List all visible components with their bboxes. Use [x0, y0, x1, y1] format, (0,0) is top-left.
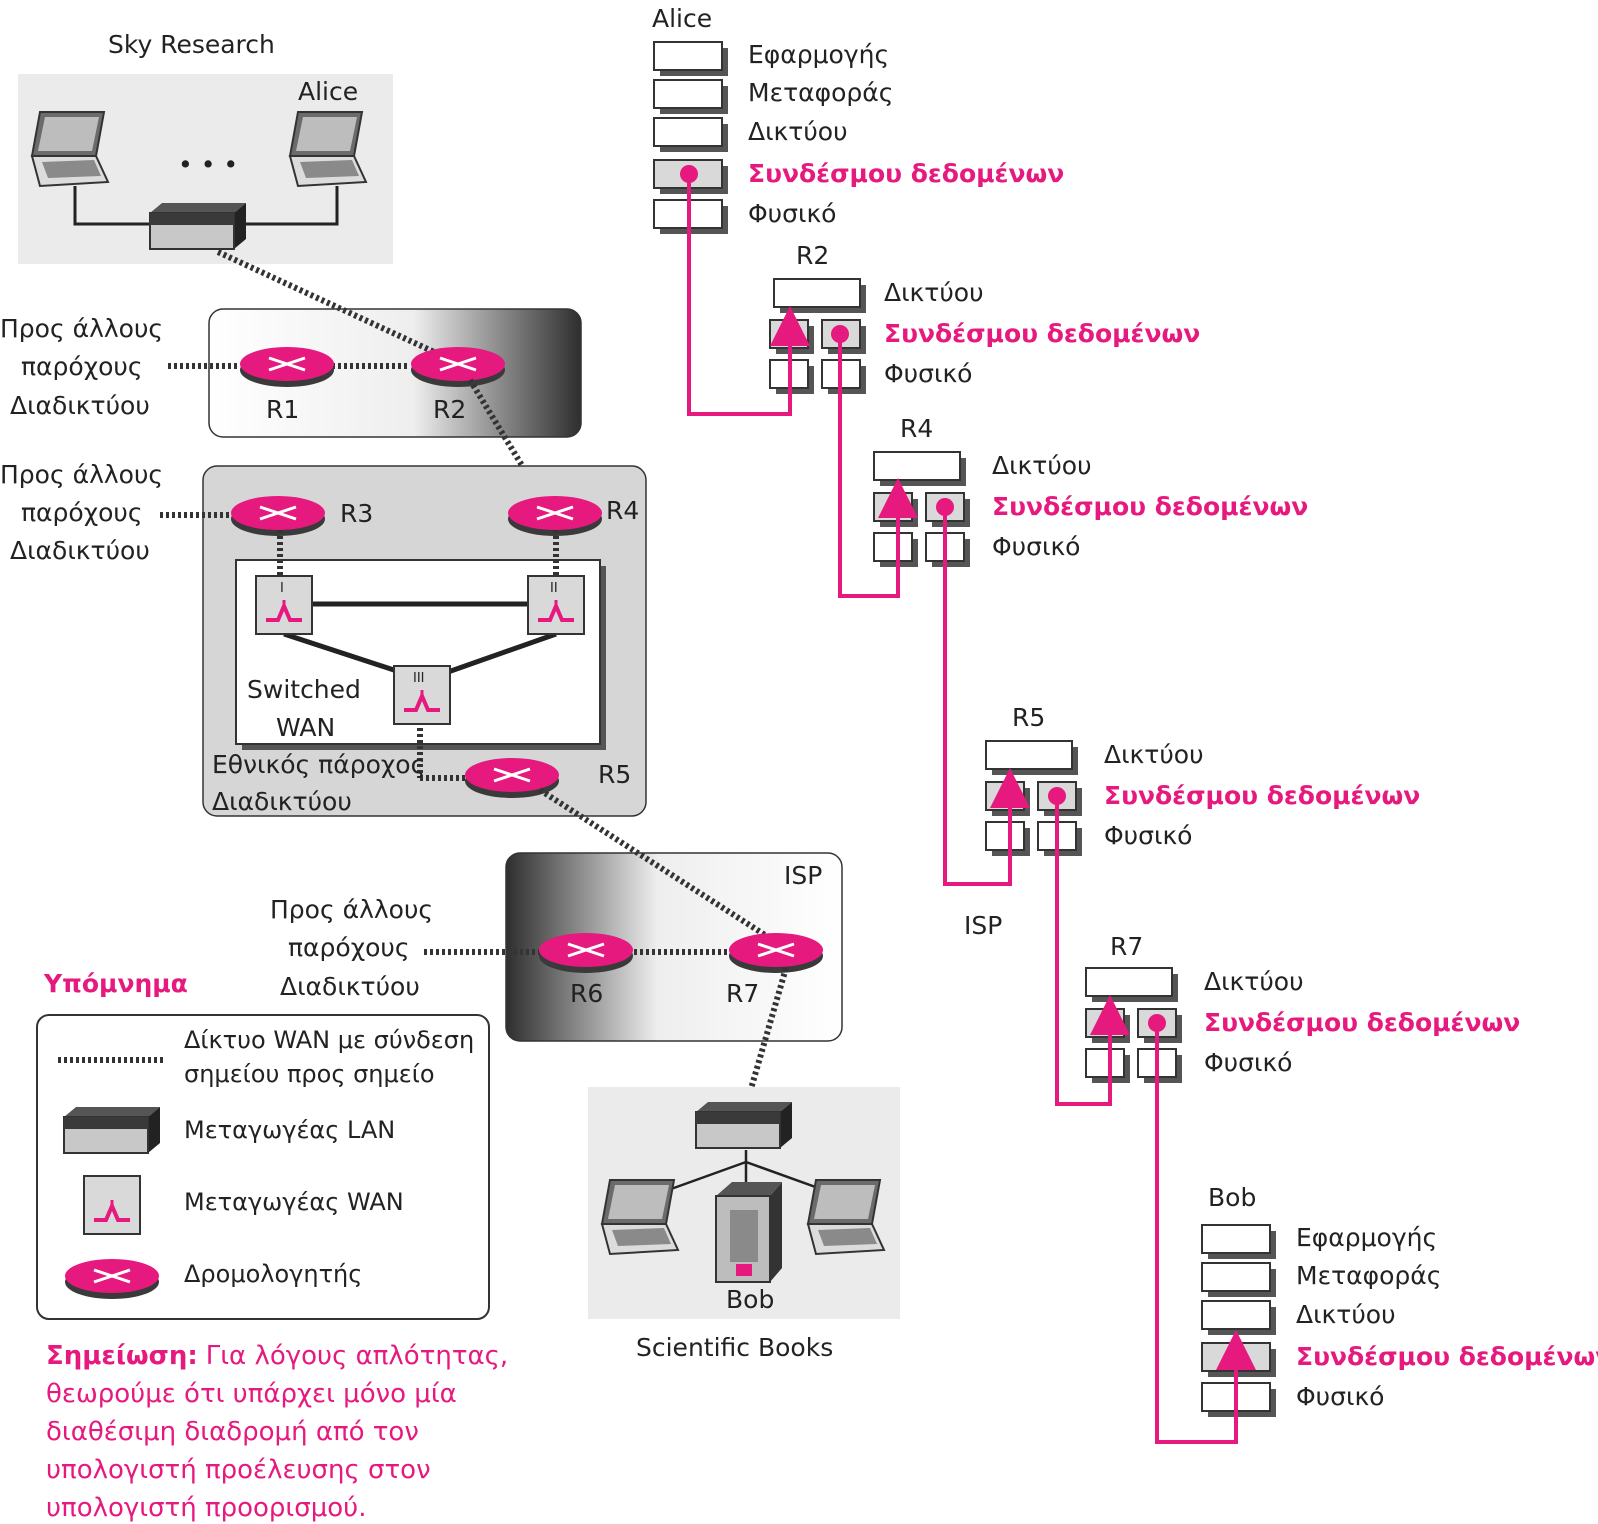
- other-isp-label: παρόχους: [21, 498, 143, 527]
- layer-physical-label: Φυσικό: [1296, 1382, 1384, 1411]
- other-isp-label: παρόχους: [288, 933, 410, 962]
- router-r1-icon: [238, 345, 336, 389]
- stack-title-bob: Bob: [1208, 1183, 1256, 1212]
- layer-application-label: Εφαρμογής: [748, 40, 889, 69]
- sky-research-title: Sky Research: [108, 30, 275, 59]
- note-line: διαθέσιμη διαδρομή από τον: [46, 1417, 419, 1447]
- layer-datalink-label: Συνδέσμου δεδομένων: [748, 159, 1064, 188]
- stack-title-r2: R2: [796, 241, 829, 270]
- other-isp-label: Διαδικτύου: [10, 536, 150, 565]
- other-isp-label: Διαδικτύου: [280, 972, 420, 1001]
- isp-label: ISP: [784, 861, 822, 890]
- wan-switch-label: I: [280, 581, 284, 596]
- r7-protocol-stack: [1085, 967, 1182, 1083]
- stack-title-r7: R7: [1110, 932, 1143, 961]
- router-r4-label: R4: [606, 496, 639, 525]
- frame-path: [687, 174, 1256, 1444]
- isp-network: [505, 852, 843, 1042]
- scientific-books-title: Scientific Books: [636, 1333, 833, 1362]
- router-r6-label: R6: [570, 979, 603, 1008]
- lan-switch-icon: [149, 202, 247, 250]
- router-r7-icon: [727, 931, 825, 975]
- legend-wan-switch-label: Μεταγωγέας WAN: [184, 1188, 404, 1216]
- stack-isp-label: ISP: [964, 911, 1002, 940]
- router-r5-icon: [463, 756, 561, 800]
- wan-switch-label: III: [413, 671, 425, 686]
- layer-network-label: Δικτύου: [1104, 740, 1204, 769]
- router-r2-label: R2: [433, 395, 466, 424]
- layer-network-label: Δικτύου: [1296, 1300, 1396, 1329]
- layer-application-label: Εφαρμογής: [1296, 1223, 1437, 1252]
- layer-network-label: Δικτύου: [748, 117, 848, 146]
- lan-switch-icon: [695, 1101, 793, 1149]
- layer-network-label: Δικτύου: [1204, 967, 1304, 996]
- national-isp-label: Εθνικός πάροχος: [212, 750, 425, 779]
- legend-lan-switch-icon: [63, 1106, 161, 1154]
- legend-router-icon: [63, 1257, 161, 1301]
- stack-title-r4: R4: [900, 414, 933, 443]
- layer-physical-label: Φυσικό: [1204, 1048, 1292, 1077]
- r2-protocol-stack: [769, 278, 866, 394]
- switched-wan-label: Switched: [247, 675, 361, 704]
- layer-transport-label: Μεταφοράς: [748, 78, 893, 107]
- other-isp-label: Προς άλλους: [0, 314, 163, 343]
- other-isp-label: παρόχους: [21, 352, 143, 381]
- other-isp-label: Προς άλλους: [0, 460, 163, 489]
- alice-host-label: Alice: [298, 77, 358, 106]
- server-icon: [715, 1182, 782, 1283]
- legend-box: [36, 1014, 490, 1320]
- other-isp-label: Διαδικτύου: [10, 391, 150, 420]
- alice-protocol-stack: [653, 41, 728, 234]
- legend-router-label: Δρομολογητής: [184, 1260, 362, 1288]
- layer-network-label: Δικτύου: [884, 278, 984, 307]
- stack-title-alice: Alice: [652, 4, 712, 33]
- layer-physical-label: Φυσικό: [992, 532, 1080, 561]
- bob-host-label: Bob: [726, 1285, 774, 1314]
- r4-protocol-stack: [873, 451, 970, 567]
- national-isp-label: Διαδικτύου: [212, 787, 352, 816]
- layer-physical-label: Φυσικό: [748, 199, 836, 228]
- layer-datalink-label: Συνδέσμου δεδομένων: [1296, 1342, 1598, 1371]
- legend-wan-p2p-label: Δίκτυο WAN με σύνδεση: [184, 1026, 474, 1054]
- note-label: Σημείωση:: [46, 1341, 198, 1371]
- note-line: Για λόγους απλότητας,: [206, 1341, 508, 1371]
- wan-switch-icon: [254, 574, 314, 636]
- router-r6-icon: [537, 931, 635, 975]
- legend-wan-p2p-label: σημείου προς σημείο: [184, 1060, 435, 1088]
- other-isp-label: Προς άλλους: [270, 895, 433, 924]
- router-r1-label: R1: [266, 395, 299, 424]
- wan-switch-label: II: [550, 581, 558, 596]
- bob-protocol-stack: [1201, 1224, 1276, 1417]
- note-line: υπολογιστή προέλευσης στον: [46, 1455, 431, 1485]
- layer-datalink-label: Συνδέσμου δεδομένων: [1204, 1008, 1520, 1037]
- laptop-icon: [289, 111, 367, 187]
- laptop-icon: [807, 1179, 885, 1255]
- more-hosts-ellipsis: • • •: [178, 150, 238, 179]
- legend-title: Υπόμνημα: [43, 969, 188, 998]
- r5-protocol-stack: [985, 740, 1082, 856]
- legend-wan-switch-icon: [82, 1174, 142, 1236]
- layer-datalink-label: Συνδέσμου δεδομένων: [992, 492, 1308, 521]
- layer-datalink-label: Συνδέσμου δεδομένων: [884, 319, 1200, 348]
- layer-datalink-label: Συνδέσμου δεδομένων: [1104, 781, 1420, 810]
- router-r3-label: R3: [340, 499, 373, 528]
- layer-network-label: Δικτύου: [992, 451, 1092, 480]
- layer-physical-label: Φυσικό: [884, 359, 972, 388]
- frame-origin-dots: [680, 165, 1166, 1032]
- switched-wan-label: WAN: [276, 713, 335, 742]
- legend-lan-switch-label: Μεταγωγέας LAN: [184, 1116, 395, 1144]
- router-r2-icon: [409, 345, 507, 389]
- laptop-icon: [31, 111, 109, 187]
- note-text: Σημείωση: Για λόγους απλότητας,: [46, 1341, 508, 1371]
- laptop-icon: [601, 1179, 679, 1255]
- note-line: θεωρούμε ότι υπάρχει μόνο μία: [46, 1379, 457, 1409]
- stack-title-r5: R5: [1012, 703, 1045, 732]
- layer-physical-label: Φυσικό: [1104, 821, 1192, 850]
- router-r7-label: R7: [726, 979, 759, 1008]
- layer-transport-label: Μεταφοράς: [1296, 1261, 1441, 1290]
- note-line: υπολογιστή προορισμού.: [46, 1493, 366, 1523]
- router-r5-label: R5: [598, 760, 631, 789]
